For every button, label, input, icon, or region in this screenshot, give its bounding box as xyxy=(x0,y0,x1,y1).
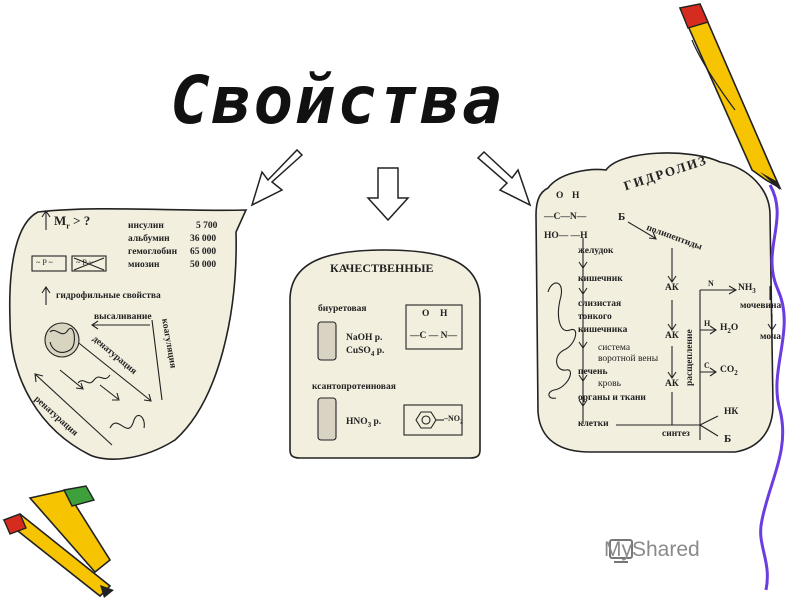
protein-value: 50 000 xyxy=(190,260,217,270)
nitro-group: –NO2 xyxy=(444,414,463,426)
step-liver: печень xyxy=(578,367,608,377)
step-stomach: желудок xyxy=(578,246,614,256)
ak-2: АК xyxy=(665,331,679,341)
arrow-right xyxy=(476,150,532,207)
watermark-text: MyShared xyxy=(604,538,700,561)
b-label: Б xyxy=(618,211,626,223)
right-panel-shape xyxy=(535,152,774,453)
step-mucosa: слизистая xyxy=(578,299,622,309)
box-cross xyxy=(73,257,105,271)
coag-line xyxy=(151,319,163,401)
h-label: H xyxy=(704,319,711,328)
peptide-h: H xyxy=(440,309,448,319)
reagent-cuso4: CuSO4 р. xyxy=(346,346,385,358)
hydrophilic-label: гидрофильные свойства xyxy=(56,291,161,301)
salting-out-label: высаливание xyxy=(94,312,152,322)
synthesis-label: синтез xyxy=(662,429,690,439)
step-cells: клетки xyxy=(578,419,609,429)
n-branch xyxy=(700,285,738,295)
mr-up-arrow xyxy=(41,210,51,230)
protein-name: инсулин xyxy=(128,221,164,231)
hydrophilic-arrow xyxy=(41,286,51,305)
arrow-down xyxy=(366,167,410,222)
peptide-bond: —C — N— xyxy=(410,331,457,341)
left-panel-shape xyxy=(8,208,248,460)
ak-3: АК xyxy=(665,379,679,389)
peptide-o: O xyxy=(422,309,430,319)
step-portal: воротной вены xyxy=(598,354,659,364)
bond-o: O xyxy=(556,191,564,201)
b-branch xyxy=(699,424,719,437)
protein-name: миозин xyxy=(128,260,160,270)
box-p-2 xyxy=(71,255,107,272)
benzene-box xyxy=(403,404,463,436)
pencil-top-right xyxy=(678,3,782,190)
bond-h: H xyxy=(572,191,580,201)
step-blood: кровь xyxy=(598,379,621,389)
ak-1: АК xyxy=(665,283,679,293)
c-branch xyxy=(700,367,717,377)
small-arrow-2 xyxy=(99,384,120,401)
center-panel-shape xyxy=(289,249,481,459)
biuret-label: биуретовая xyxy=(318,304,367,314)
mr-label: Mr > ? xyxy=(54,213,91,231)
protein-name: гемоглобин xyxy=(128,247,178,257)
pencil-bottom-left-2 xyxy=(2,513,114,598)
step-system: система xyxy=(598,343,631,353)
step-small: тонкого xyxy=(578,312,612,322)
slide-title: Свойства xyxy=(170,62,504,139)
h-branch xyxy=(700,325,717,335)
n-label: N xyxy=(708,279,714,288)
arrow-left xyxy=(250,148,304,207)
digest-arrow xyxy=(578,238,588,424)
cleavage-label: расщепление xyxy=(685,329,695,386)
urea-label: мочевина xyxy=(740,301,782,311)
co2-label: CO2 xyxy=(720,365,738,377)
step-intestine: кишечник xyxy=(578,274,623,284)
globule-coils xyxy=(49,327,76,353)
reagent-hno3: HNO3 р. xyxy=(346,417,382,429)
small-arrow-1 xyxy=(59,369,84,390)
bond-bottom: HO— —H xyxy=(544,231,588,241)
test-tube-1 xyxy=(317,321,337,361)
peptide-box xyxy=(405,304,463,350)
box-p-2-label: ~ P ~ xyxy=(76,258,93,267)
c-label: C xyxy=(704,361,710,370)
nh3-label: NH3 xyxy=(738,283,756,295)
xanthoprotein-label: ксантопротеиновая xyxy=(312,382,396,392)
urine-label: моча xyxy=(760,332,781,342)
box-p-1-label: ~ P ~ xyxy=(36,258,53,267)
purple-vine xyxy=(759,184,786,591)
ak-chain xyxy=(667,248,677,425)
test-tube-2 xyxy=(317,397,337,441)
qualitative-header: КАЧЕСТВЕННЫЕ xyxy=(330,261,434,275)
box-p-1 xyxy=(31,255,67,272)
step-intestine-2: кишечника xyxy=(578,325,628,335)
reagent-naoh: NaOH р. xyxy=(346,333,383,343)
protein-value: 36 000 xyxy=(190,234,217,244)
ren-arrow xyxy=(34,373,113,446)
chain-helix xyxy=(77,374,111,384)
nk-label: НК xyxy=(724,407,739,417)
pencil-bottom-left-1 xyxy=(28,485,112,574)
myshared-logo-icon xyxy=(609,539,633,563)
salting-arrow xyxy=(91,320,150,330)
gut-drawing xyxy=(547,282,577,399)
protein-value: 65 000 xyxy=(190,247,217,257)
step-organs: органы и ткани xyxy=(578,393,646,403)
bond-mid: —C—N— xyxy=(544,212,587,222)
den-arrow xyxy=(74,339,152,402)
protein-value: 5 700 xyxy=(196,221,218,231)
h2o-label: H2O xyxy=(720,323,739,335)
b-out-label: Б xyxy=(724,433,732,445)
unfolded-chain xyxy=(109,414,145,429)
urine-arrow xyxy=(767,314,777,331)
poly-arrow xyxy=(627,221,657,240)
nk-branch xyxy=(699,415,719,426)
protein-name: альбумин xyxy=(128,234,170,244)
